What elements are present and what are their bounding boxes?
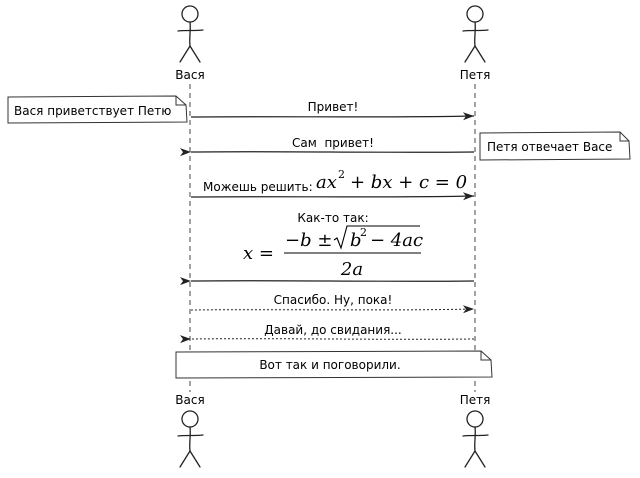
message-1-label: Привет! bbox=[308, 100, 359, 114]
formula-solution-sqrt-b: b bbox=[350, 230, 362, 251]
message-1-arrow bbox=[190, 112, 475, 121]
formula-quadratic-ax: ax bbox=[316, 172, 337, 193]
message-2-label: Сам привет! bbox=[292, 136, 374, 150]
formula-solution-sqrt-rest: − 4ac bbox=[370, 230, 423, 251]
message-3-label: Можешь решить: bbox=[203, 180, 313, 194]
actor-figure-right-top bbox=[462, 5, 489, 63]
formula-solution-x: x = bbox=[243, 243, 274, 264]
message-5-label: Спасибо. Ну, пока! bbox=[274, 293, 393, 307]
note-bottom: Вот так и поговорили. bbox=[175, 350, 493, 379]
message-5-arrow bbox=[190, 305, 475, 314]
note-right: Петя отвечает Васе bbox=[479, 131, 631, 161]
note-left: Вася приветствует Петю bbox=[7, 95, 188, 124]
formula-quadratic: ax 2 + bx + c = 0 bbox=[316, 168, 467, 193]
actor-figure-left-top bbox=[177, 5, 204, 63]
note-left-text: Вася приветствует Петю bbox=[14, 104, 171, 118]
formula-quadratic-sq: 2 bbox=[338, 168, 345, 181]
sqrt-sign bbox=[333, 225, 420, 250]
formula-solution-num-pre: −b ± bbox=[285, 230, 332, 251]
message-2-arrow bbox=[179, 148, 475, 157]
actor-figure-right-bottom bbox=[462, 410, 489, 468]
message-6-label: Давай, до свидания... bbox=[264, 323, 401, 337]
formula-solution: x = −b ± b 2 − 4ac 2a bbox=[243, 225, 423, 280]
message-3-arrow bbox=[190, 192, 475, 201]
actor-name-right-bottom: Петя bbox=[460, 393, 491, 407]
formula-quadratic-rest: + bx + c = 0 bbox=[350, 172, 467, 193]
note-bottom-text: Вот так и поговорили. bbox=[259, 358, 400, 372]
actor-name-right-top: Петя bbox=[460, 68, 491, 82]
note-right-text: Петя отвечает Васе bbox=[487, 140, 612, 154]
actor-name-left-top: Вася bbox=[175, 68, 204, 82]
formula-solution-sqrt-sq: 2 bbox=[360, 226, 367, 239]
message-4-label: Как-то так: bbox=[297, 211, 368, 225]
actor-figure-left-bottom bbox=[177, 410, 204, 468]
message-4-arrow bbox=[179, 277, 475, 286]
actor-name-left-bottom: Вася bbox=[175, 393, 204, 407]
formula-solution-den: 2a bbox=[340, 259, 363, 280]
message-6-arrow bbox=[179, 335, 475, 344]
